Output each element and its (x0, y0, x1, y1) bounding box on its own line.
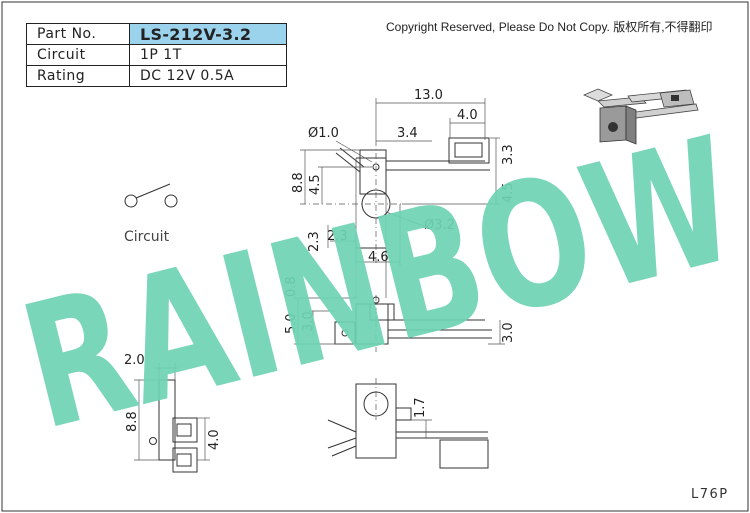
dim-upper-height: 4.5 (308, 174, 323, 195)
spec-row-part-no: Part No. LS-212V-3.2 (26, 23, 287, 45)
spec-label: Part No. (26, 23, 130, 45)
dim-hole-diameter-top: Ø1.0 (308, 126, 339, 141)
circuit-symbol (124, 183, 178, 208)
dim-vertical-offset: 2.3 (307, 231, 322, 252)
dim-body-height: 8.8 (291, 172, 306, 193)
dim-side-gap: 0.8 (284, 276, 299, 297)
side-dims: 1.7 (411, 397, 432, 438)
front-view (300, 137, 490, 298)
dim-bottom-offset: 1.7 (413, 397, 428, 418)
dim-hole-diameter: Ø3.2 (424, 218, 455, 233)
spec-table: Part No. LS-212V-3.2 Circuit 1P 1T Ratin… (26, 23, 287, 87)
dim-side-right: 3.0 (501, 322, 516, 343)
spec-label: Rating (26, 65, 130, 87)
dim-right-height: 4.5 (501, 182, 516, 203)
dim-lever-height: 3.3 (501, 144, 516, 165)
dim-side-inner: 3.0 (301, 311, 316, 332)
dim-lever-width: 4.0 (457, 108, 478, 123)
copyright-notice: Copyright Reserved, Please Do Not Copy. … (386, 20, 713, 34)
dim-end-width: 2.0 (124, 353, 145, 368)
isometric-sketch (582, 88, 699, 145)
spec-label: Circuit (26, 44, 130, 66)
watermark: RAINBOW (5, 99, 750, 469)
top-view (334, 295, 492, 352)
dim-side-height: 5.0 (284, 313, 299, 334)
end-dims: 2.0 8.8 4.0 (124, 353, 222, 461)
dim-end-tab: 4.0 (207, 429, 222, 450)
dim-hole-span: 4.6 (368, 250, 389, 265)
end-view (149, 379, 198, 473)
front-dims: 13.0 4.0 3.4 Ø1.0 3.3 4.5 8.8 4.5 Ø3.2 (291, 88, 516, 266)
dim-overall-width: 13.0 (414, 88, 443, 103)
top-dims: 0.8 5.0 3.0 3.0 (284, 276, 516, 345)
dim-end-height: 8.8 (125, 411, 140, 432)
circuit-caption: Circuit (124, 229, 170, 245)
dim-pin-offset: 3.4 (397, 126, 418, 141)
part-number: LS-212V-3.2 (129, 23, 287, 45)
spec-value: 1P 1T (129, 44, 287, 66)
side-view (327, 378, 489, 469)
spec-row-circuit: Circuit 1P 1T (26, 44, 287, 66)
model-code: L76P (691, 487, 729, 502)
dim-horizontal-offset: 2.3 (327, 229, 348, 244)
spec-row-rating: Rating DC 12V 0.5A (26, 65, 287, 87)
spec-value: DC 12V 0.5A (129, 65, 287, 87)
